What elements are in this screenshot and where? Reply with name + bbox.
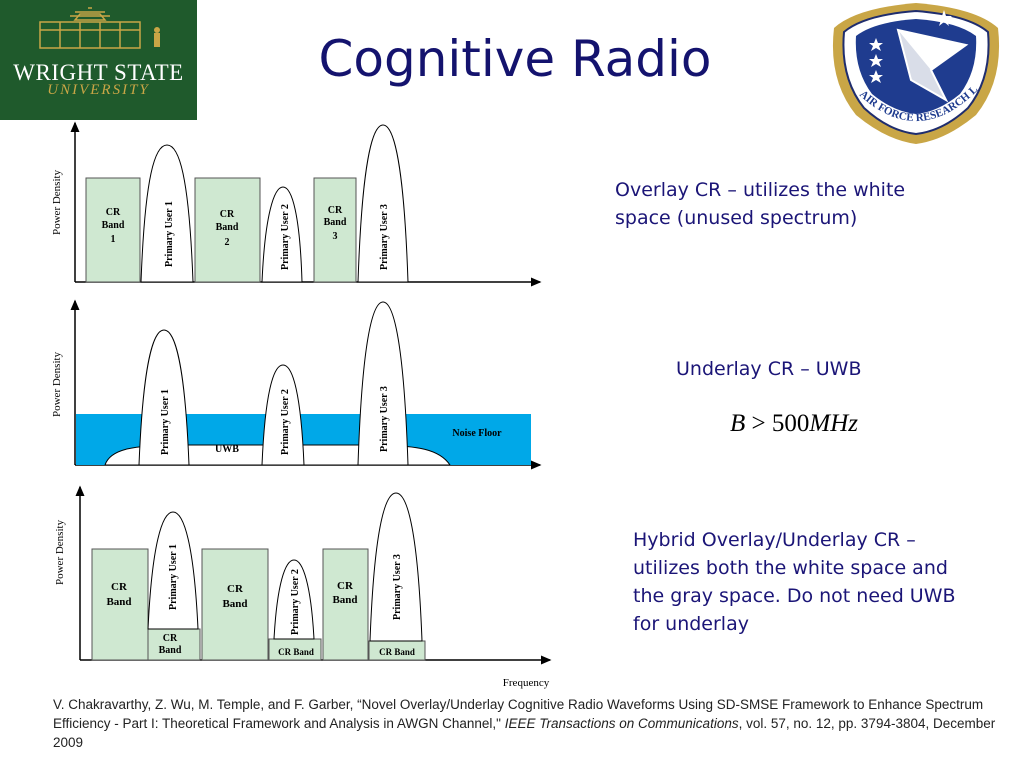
slide-title: Cognitive Radio bbox=[318, 30, 712, 88]
primary-user-1-lobe bbox=[140, 144, 194, 283]
citation-text: , vol. 57, no. 12, pp. 3794-3804, Decemb… bbox=[53, 716, 996, 750]
cr-band-label: CR bbox=[163, 633, 178, 644]
bandwidth-formula: B > 500MHz bbox=[730, 410, 858, 438]
hybrid-note-line: Hybrid Overlay/Underlay CR – bbox=[633, 529, 916, 551]
primary-user-3-lobe bbox=[369, 492, 423, 642]
cr-band-label: CR bbox=[227, 583, 244, 595]
cr-band-2 bbox=[194, 177, 261, 283]
primary-user-2-lobe bbox=[273, 559, 315, 640]
noise-floor-label: Noise Floor bbox=[452, 428, 502, 439]
citation-journal: IEEE Transactions on Communications bbox=[504, 716, 739, 731]
primary-user-label: Primary User 2 bbox=[280, 389, 291, 455]
cr-band-label: Band bbox=[159, 645, 182, 656]
cr-band-underlay bbox=[147, 628, 201, 661]
primary-user-3-lobe bbox=[357, 124, 409, 283]
cr-band-label: 1 bbox=[111, 234, 116, 245]
formula-variable: B bbox=[730, 410, 746, 437]
formula-operator: > bbox=[745, 410, 772, 437]
hybrid-panel: Power Density Frequency CR Band Primary … bbox=[54, 485, 552, 689]
primary-user-label: Primary User 3 bbox=[392, 554, 403, 620]
cr-band-label: CR bbox=[220, 209, 235, 220]
cr-band-label: Band bbox=[102, 220, 125, 231]
primary-user-label: Primary User 1 bbox=[160, 389, 171, 455]
hybrid-note: Hybrid Overlay/Underlay CR – utilizes bo… bbox=[633, 526, 956, 638]
x-axis-label: Frequency bbox=[503, 677, 550, 689]
cr-band-label: Band bbox=[106, 596, 131, 608]
cr-band bbox=[322, 548, 369, 661]
wsu-name-line2: UNIVERSITY bbox=[47, 82, 150, 98]
overlay-note-line: space (unused spectrum) bbox=[615, 207, 858, 229]
cr-band-label: CR Band bbox=[278, 647, 314, 657]
wright-state-logo: WRIGHT STATE UNIVERSITY bbox=[0, 0, 197, 120]
primary-user-label: Primary User 1 bbox=[168, 544, 179, 610]
primary-user-label: Primary User 2 bbox=[290, 569, 301, 635]
wright-brothers-building-icon bbox=[39, 7, 160, 49]
cr-band-label: Band bbox=[216, 222, 239, 233]
primary-user-3-lobe bbox=[357, 301, 409, 466]
cr-band-label: CR Band bbox=[379, 647, 415, 657]
hybrid-note-line: for underlay bbox=[633, 613, 749, 635]
spectrum-diagrams: Power Density CR Band 1 Primary User 1 C… bbox=[51, 121, 552, 689]
primary-user-1-lobe bbox=[138, 329, 190, 466]
cr-band-1 bbox=[85, 177, 141, 283]
primary-user-2-lobe bbox=[261, 364, 305, 466]
hybrid-note-line: the gray space. Do not need UWB bbox=[633, 585, 956, 607]
y-axis-label: Power Density bbox=[51, 169, 63, 235]
cr-band-label: 2 bbox=[225, 237, 230, 248]
formula-unit: MHz bbox=[809, 410, 858, 437]
primary-user-2-lobe bbox=[261, 186, 303, 283]
uwb-label: UWB bbox=[215, 444, 239, 455]
cr-band-label: Band bbox=[222, 598, 247, 610]
formula-number: 500 bbox=[771, 410, 810, 437]
y-axis-label: Power Density bbox=[54, 519, 66, 585]
cr-band-3 bbox=[313, 177, 357, 283]
underlay-note: Underlay CR – UWB bbox=[676, 358, 862, 380]
underlay-panel: Power Density UWB Noise Floor Primary Us… bbox=[51, 299, 542, 470]
primary-user-label: Primary User 3 bbox=[379, 386, 390, 452]
afrl-shield-logo: AIR FORCE RESEARCH LABORATORY bbox=[826, 0, 1000, 144]
overlay-panel: Power Density CR Band 1 Primary User 1 C… bbox=[51, 121, 542, 287]
citation: V. Chakravarthy, Z. Wu, M. Temple, and F… bbox=[53, 695, 1013, 752]
overlay-note: Overlay CR – utilizes the white space (u… bbox=[615, 176, 905, 232]
cr-band-label: CR bbox=[328, 205, 343, 216]
cr-band-label: 3 bbox=[333, 231, 338, 242]
overlay-note-line: Overlay CR – utilizes the white bbox=[615, 179, 906, 201]
cr-band-label: CR bbox=[111, 581, 128, 593]
primary-user-label: Primary User 1 bbox=[164, 201, 175, 267]
cr-band bbox=[91, 548, 149, 661]
wsu-name-line1: WRIGHT STATE bbox=[13, 60, 184, 85]
primary-user-label: Primary User 3 bbox=[379, 204, 390, 270]
citation-text: V. Chakravarthy, Z. Wu, M. Temple, and F… bbox=[53, 697, 984, 731]
cr-band-label: Band bbox=[324, 217, 347, 228]
primary-user-1-lobe bbox=[147, 511, 199, 630]
hybrid-note-line: utilizes both the white space and bbox=[633, 557, 948, 579]
primary-user-label: Primary User 2 bbox=[280, 204, 291, 270]
cr-band-label: CR bbox=[106, 207, 121, 218]
cr-band-label: Band bbox=[332, 594, 357, 606]
cr-band bbox=[201, 548, 269, 661]
y-axis-label: Power Density bbox=[51, 351, 63, 417]
cr-band-label: CR bbox=[337, 580, 354, 592]
